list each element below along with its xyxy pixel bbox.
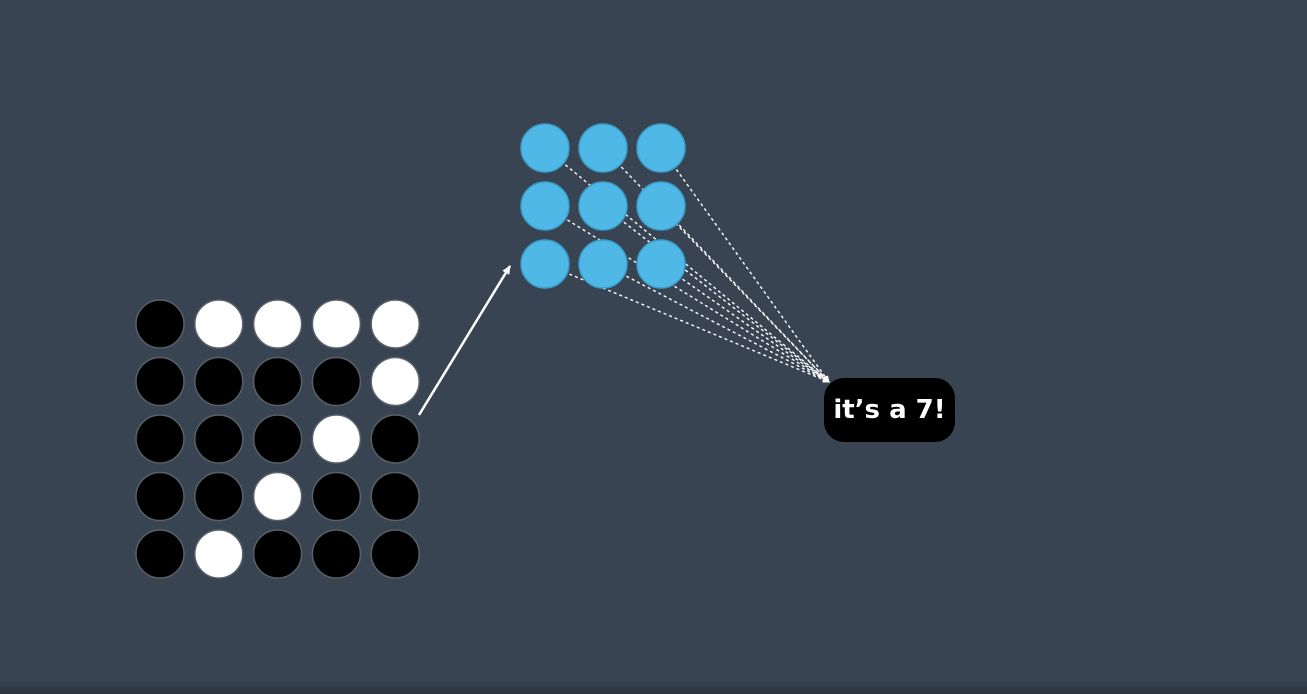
input-to-hidden-arrow	[417, 265, 512, 416]
pixel-on	[311, 299, 362, 349]
pixel-on	[194, 299, 244, 349]
pixel-off	[135, 529, 185, 579]
pixel-off	[194, 414, 244, 464]
connection-line	[555, 156, 830, 383]
pixel-off	[370, 414, 420, 464]
pixel-on	[252, 471, 303, 522]
pixel-off	[370, 529, 420, 579]
connection-line	[613, 214, 830, 383]
connection-line	[556, 213, 830, 383]
pixel-off	[252, 356, 303, 407]
connection-line	[668, 159, 830, 383]
hidden-neuron	[636, 181, 686, 231]
hidden-neuron	[578, 123, 628, 173]
connection-line	[615, 270, 830, 383]
input-pixel-grid	[135, 299, 420, 579]
hidden-neuron	[520, 181, 570, 231]
pixel-off	[311, 529, 362, 579]
pixel-off	[311, 356, 362, 407]
pixel-off	[194, 471, 244, 522]
output-label: it’s a 7!	[824, 378, 955, 442]
hidden-neuron	[636, 239, 686, 289]
pixel-on	[194, 529, 244, 579]
pixel-off	[135, 299, 185, 349]
hidden-neuron	[636, 123, 686, 173]
pixel-off	[252, 529, 303, 579]
hidden-layer-neurons	[520, 123, 686, 289]
connection-line	[672, 271, 830, 383]
pixel-off	[135, 356, 185, 407]
pixel-off	[135, 414, 185, 464]
connection-line	[670, 215, 830, 383]
hidden-neuron	[578, 181, 628, 231]
pixel-on	[370, 299, 420, 349]
pixel-on	[252, 299, 303, 349]
hidden-neuron	[520, 123, 570, 173]
pixel-off	[370, 471, 420, 522]
pixel-off	[135, 471, 185, 522]
connection-line	[612, 157, 830, 383]
pixel-off	[252, 414, 303, 464]
hidden-neuron	[578, 239, 628, 289]
hidden-neuron	[520, 239, 570, 289]
pixel-on	[370, 356, 420, 407]
pixel-off	[194, 356, 244, 407]
pixel-off	[311, 471, 362, 522]
pixel-on	[311, 414, 362, 464]
